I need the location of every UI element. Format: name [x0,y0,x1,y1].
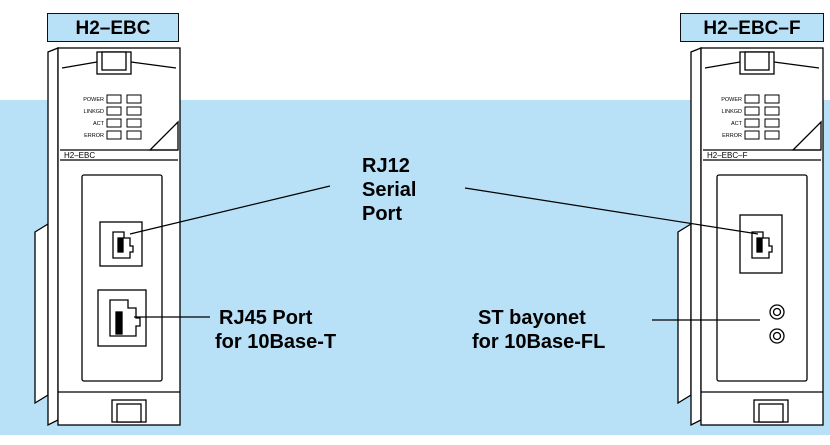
module-face-label-left: H2–EBC [64,151,95,160]
led-label: POWER [83,97,104,103]
callout-rj12-line-1: RJ12 [362,155,410,177]
leader-rj12-left [129,185,331,235]
callout-rj45-line-1: RJ45 Port [219,307,313,329]
led-indicators-left [106,94,142,140]
callout-st: ST bayonet for 10Base-FL [472,306,605,354]
callout-rj12: RJ12 Serial Port [362,154,416,226]
leader-lines [129,185,760,321]
callout-rj12-line-2: Serial [362,179,417,201]
callout-st-line-2: for 10Base-FL [472,331,606,353]
led-label: LINKGD [722,109,743,115]
led-indicators-right [744,94,780,140]
led-label: LINKGD [84,109,105,115]
module-face-label-right: H2–EBC–F [707,151,748,160]
callout-st-line-1: ST bayonet [478,307,586,329]
led-label: ACT [93,121,105,127]
callout-rj45-line-2: for 10Base-T [215,331,337,353]
module-title-h2-ebc-f: H2–EBC–F [680,13,824,42]
module-h2-ebc [34,47,181,427]
led-labels-right: POWER LINKGD ACT ERROR [721,97,742,139]
led-label: POWER [721,97,742,103]
led-label: ERROR [722,133,742,139]
module-h2-ebc-f [677,47,824,427]
led-label: ERROR [84,133,104,139]
led-label: ACT [731,121,743,127]
leader-rj12-right [464,187,759,235]
callout-rj12-line-3: Port [362,203,402,225]
callout-rj45: RJ45 Port for 10Base-T [215,306,336,354]
module-title-h2-ebc: H2–EBC [47,13,179,42]
led-labels-left: POWER LINKGD ACT ERROR [83,97,104,139]
